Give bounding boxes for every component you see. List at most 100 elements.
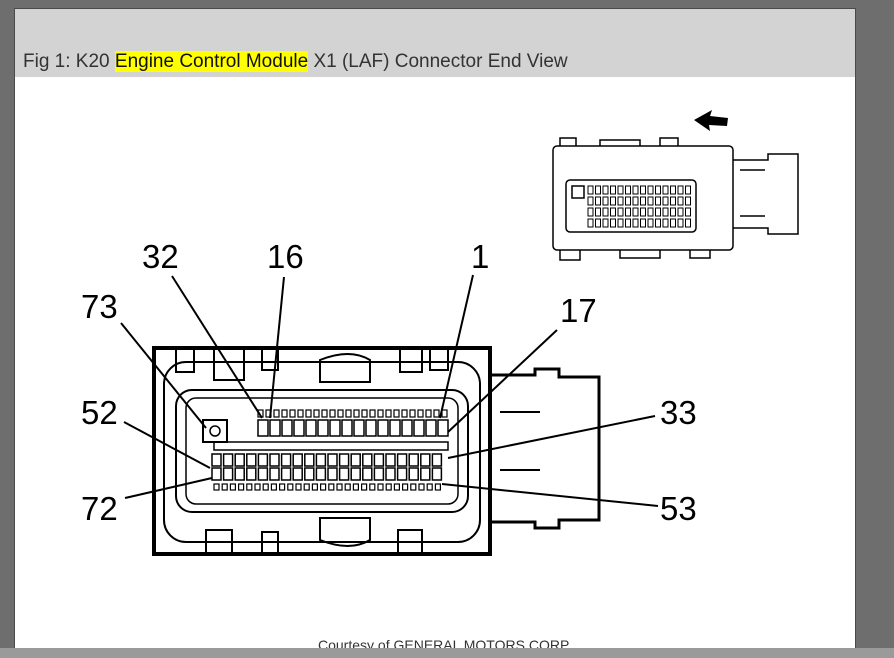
pin-cavity	[602, 196, 609, 206]
pin-cavity	[640, 218, 646, 228]
pin-cavity	[221, 483, 228, 491]
pin-cavity	[321, 409, 328, 418]
pin-cavity	[677, 196, 684, 206]
pin-cavity	[437, 419, 449, 437]
pin-cavity	[295, 483, 302, 491]
pin-cavity	[670, 207, 676, 217]
pin-cavity	[647, 207, 654, 217]
pin-cavity	[670, 196, 676, 206]
pin-cavity	[303, 483, 310, 491]
connector-pin-cavities	[211, 409, 449, 491]
pin-cavity	[304, 467, 315, 481]
pin-label-72: 72	[81, 490, 118, 527]
pin-cavity	[396, 467, 408, 481]
pin-cavity	[655, 196, 661, 206]
pin-cavity	[426, 483, 433, 491]
pin-cavity	[587, 196, 594, 206]
pin-cavity	[441, 409, 448, 418]
pin-cavity	[257, 419, 269, 437]
pin-cavity	[662, 218, 669, 228]
pin-cavity	[328, 483, 335, 491]
pin-cavity	[685, 207, 691, 217]
pin-cavity	[420, 467, 431, 481]
pin-cavity	[685, 196, 691, 206]
pin-cavity	[305, 419, 317, 437]
pin-cavity	[338, 453, 350, 467]
pin-cavity	[617, 218, 624, 228]
pin-cavity	[273, 409, 280, 418]
pin-cavity	[257, 453, 269, 467]
window-bottom-edge	[0, 648, 894, 658]
pin-cavity	[292, 453, 303, 467]
pin-cavity	[433, 409, 440, 418]
pin-cavity	[365, 419, 377, 437]
pin-cavity	[341, 419, 353, 437]
pin-cavity	[280, 453, 292, 467]
pin-cavity	[313, 409, 320, 418]
pin-cavity	[595, 196, 601, 206]
pin-cavity	[587, 185, 594, 195]
connector-end-view	[152, 346, 601, 556]
pin-cavity	[595, 185, 601, 195]
connector-side-pins	[587, 185, 691, 228]
figure-title: Fig 1: K20 Engine Control Module X1 (LAF…	[23, 51, 568, 73]
pin-label-17: 17	[560, 292, 597, 329]
pin-cavity	[413, 419, 425, 437]
pin-cavity	[610, 207, 616, 217]
pin-cavity	[353, 409, 360, 418]
pin-cavity	[385, 453, 396, 467]
pin-cavity	[327, 467, 338, 481]
pin-label-73: 73	[81, 288, 118, 325]
pin-cavity	[246, 483, 253, 491]
pin-cavity	[329, 409, 336, 418]
pin-cavity	[350, 453, 361, 467]
pin-cavity	[396, 453, 408, 467]
pin-cavity	[632, 218, 639, 228]
pin-cavity	[602, 185, 609, 195]
pin-cavity	[270, 483, 277, 491]
pin-cavity	[587, 218, 594, 228]
pin-cavity	[377, 483, 384, 491]
pin-cavity	[389, 419, 401, 437]
pin-cavity	[662, 207, 669, 217]
pin-cavity	[211, 453, 222, 467]
pin-cavity	[234, 467, 245, 481]
pin-cavity	[655, 185, 661, 195]
pin-cavity	[222, 453, 234, 467]
pin-cavity	[229, 483, 236, 491]
pin-cavity	[677, 185, 684, 195]
pin-cavity	[350, 467, 361, 481]
pin-cavity	[238, 483, 245, 491]
pin-cavity	[352, 483, 359, 491]
pin-cavity	[257, 467, 269, 481]
pin-cavity	[315, 467, 327, 481]
pin-cavity	[418, 483, 425, 491]
pin-cavity	[345, 409, 352, 418]
pin-cavity	[222, 467, 234, 481]
pin-cavity	[610, 196, 616, 206]
pin-cavity	[369, 409, 376, 418]
pin-cavity	[246, 453, 257, 467]
pin-cavity	[211, 467, 222, 481]
pin-cavity	[595, 218, 601, 228]
arrow-left-icon	[694, 110, 728, 131]
pin-cavity	[304, 453, 315, 467]
pin-cavity	[362, 467, 373, 481]
pin-cavity	[647, 218, 654, 228]
pin-cavity	[434, 483, 441, 491]
pin-cavity	[632, 207, 639, 217]
pin-cavity	[393, 483, 400, 491]
pin-cavity	[262, 483, 269, 491]
pin-cavity	[625, 207, 631, 217]
pin-cavity	[602, 218, 609, 228]
pin-cavity	[279, 483, 286, 491]
pin-cavity	[311, 483, 318, 491]
pin-label-1: 1	[471, 238, 489, 275]
pin-cavity	[617, 185, 624, 195]
pin-cavity	[385, 467, 396, 481]
pin-cavity	[420, 453, 431, 467]
pin-cavity	[685, 218, 691, 228]
pin-cavity	[246, 467, 257, 481]
pin-cavity	[408, 453, 419, 467]
